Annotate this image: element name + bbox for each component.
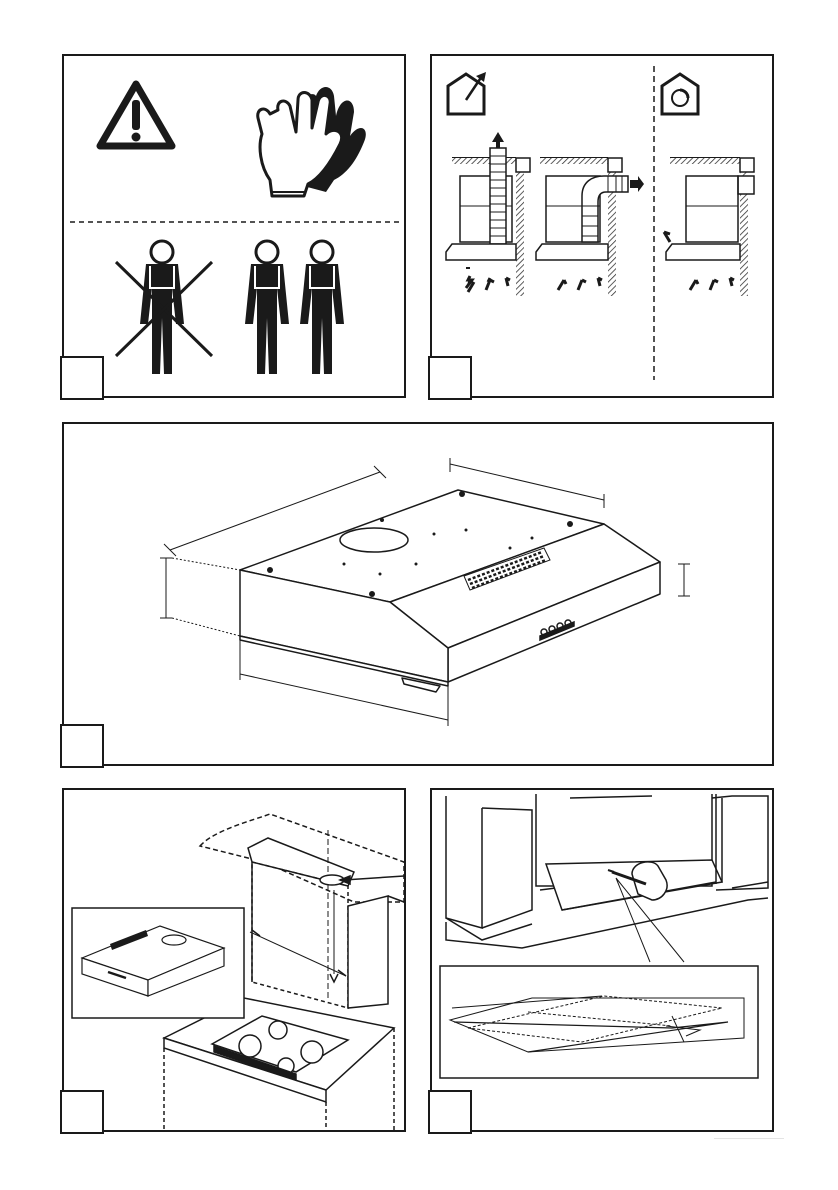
safety-illustration xyxy=(64,56,408,400)
panel-marking-mounting xyxy=(430,788,774,1132)
panel-number-tab-1 xyxy=(60,356,104,400)
protective-gloves-icon xyxy=(258,87,366,196)
template-detail-icon xyxy=(440,966,758,1078)
recirculation-house-icon xyxy=(662,74,698,114)
modes-illustration xyxy=(432,56,776,400)
warning-triangle-icon xyxy=(100,84,172,146)
hood-dimension-drawing xyxy=(64,424,776,768)
panel-number-tab-3 xyxy=(60,724,104,768)
installation-illustration xyxy=(64,790,408,1134)
extraction-house-icon xyxy=(448,72,486,114)
marking-illustration xyxy=(432,790,776,1134)
extraction-vertical-variant xyxy=(446,132,530,296)
panel-number-tab-2 xyxy=(428,356,472,400)
two-persons-icon xyxy=(245,241,344,374)
recirculation-variant xyxy=(664,158,754,296)
panel-number-tab-4 xyxy=(60,1090,104,1134)
one-person-crossed-icon xyxy=(116,241,212,374)
panel-hood-dimensions xyxy=(62,422,774,766)
panel-operating-modes xyxy=(430,54,774,398)
footer-rule xyxy=(714,1138,784,1139)
cabinet-icon xyxy=(446,794,768,948)
outlet-opening-icon xyxy=(340,528,408,552)
panel-safety xyxy=(62,54,406,398)
panel-installation-position xyxy=(62,788,406,1132)
panel-number-tab-5 xyxy=(428,1090,472,1134)
hood-inset-icon xyxy=(72,908,244,1018)
extraction-rear-variant xyxy=(536,158,644,296)
cooker-hood-icon xyxy=(240,490,660,692)
